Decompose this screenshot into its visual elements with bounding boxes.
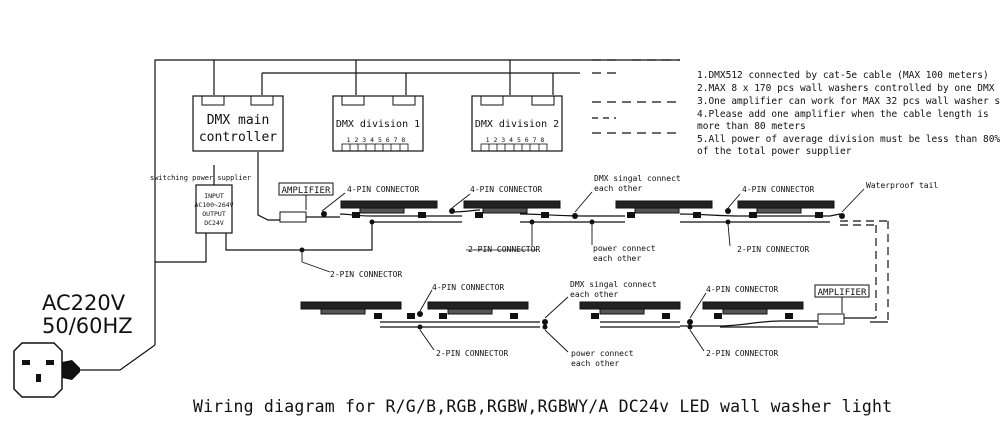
label-dmx-signal-r1-2: each other — [594, 184, 642, 193]
row2-light-2 — [427, 301, 529, 319]
amplifier-1: AMPLIFIER — [278, 182, 340, 223]
label-4pin-r1-b: 4-PIN CONNECTOR — [470, 185, 542, 194]
label-2pin-psu: 2-PIN CONNECTOR — [330, 270, 402, 279]
dmx-division-1: DMX division 1 1 2 3 4 5 6 7 8 — [332, 95, 424, 152]
amplifier-1-label: AMPLIFIER — [282, 186, 331, 196]
label-4pin-r1-a: 4-PIN CONNECTOR — [347, 185, 419, 194]
psu-line-4: DC24V — [204, 219, 224, 227]
label-4pin-r2-b: 4-PIN CONNECTOR — [706, 285, 778, 294]
main-controller-line1: DMX main — [207, 113, 270, 128]
label-dmx-signal-r1-1: DMX singal connect — [594, 174, 681, 183]
division-1-terminal-block — [341, 143, 409, 152]
psu-line-3: OUTPUT — [202, 210, 226, 218]
label-2pin-r2-a: 2-PIN CONNECTOR — [436, 349, 508, 358]
switching-power-supply: switching power supplier INPUT AC100~264… — [150, 174, 251, 234]
note-1: 1.DMX512 connected by cat-5e cable (MAX … — [697, 70, 989, 81]
division-1-label: DMX division 1 — [336, 119, 420, 130]
row1-light-3 — [615, 200, 713, 218]
row1-light-2 — [463, 200, 561, 218]
division-2-pins: 1 2 3 4 5 6 7 8 — [486, 136, 545, 144]
row2-light-3 — [579, 301, 681, 319]
note-5: 5.All power of average division must be … — [697, 134, 1000, 145]
dmx-main-controller: DMX main controller — [192, 95, 284, 152]
label-4pin-r2-a: 4-PIN CONNECTOR — [432, 283, 504, 292]
mains-frequency: 50/60HZ — [42, 314, 133, 338]
power-supply-caption: switching power supplier — [150, 174, 251, 182]
dmx-division-2: DMX division 2 1 2 3 4 5 6 7 8 — [471, 95, 563, 152]
notes-list: 1.DMX512 connected by cat-5e cable (MAX … — [697, 70, 1000, 157]
dmx-bus — [154, 59, 680, 262]
row2-light-4 — [702, 301, 804, 319]
power-wiring — [154, 152, 373, 345]
row1-connectors — [321, 208, 845, 225]
label-2pin-r2-b: 2-PIN CONNECTOR — [706, 349, 778, 358]
division-1-pins: 1 2 3 4 5 6 7 8 — [347, 136, 406, 144]
mains-plug-icon: AC220V 50/60HZ — [13, 291, 156, 398]
note-4-cont: more than 80 meters — [697, 121, 806, 132]
row2-light-1 — [300, 301, 415, 319]
row2-connectors — [417, 311, 693, 330]
label-2pin-r1-a: 2-PIN CONNECTOR — [468, 245, 540, 254]
amplifier-2-label: AMPLIFIER — [818, 288, 867, 298]
note-2: 2.MAX 8 x 170 pcs wall washers controlle… — [697, 83, 995, 94]
psu-2pin-connector: 2-PIN CONNECTOR — [299, 247, 402, 279]
label-dmx-signal-r2-2: each other — [570, 290, 618, 299]
row2-cables — [380, 320, 818, 328]
label-2pin-r1-b: 2-PIN CONNECTOR — [737, 245, 809, 254]
note-3: 3.One amplifier can work for MAX 32 pcs … — [697, 96, 1000, 107]
label-waterproof-tail: Waterproof tail — [866, 181, 938, 190]
mains-voltage: AC220V — [42, 291, 126, 315]
label-power-connect-r1-2: each other — [593, 254, 641, 263]
psu-line-2: AC100~264V — [194, 201, 233, 209]
row1-light-1 — [340, 200, 438, 218]
row2-leaders — [419, 289, 707, 353]
label-power-connect-r2-1: power connect — [571, 349, 634, 358]
note-4: 4.Please add one amplifier when the cabl… — [697, 109, 989, 120]
row1-leaders — [321, 188, 865, 247]
division-2-label: DMX division 2 — [475, 119, 559, 130]
amplifier-2: AMPLIFIER — [814, 284, 876, 325]
main-controller-line2: controller — [199, 130, 277, 145]
note-5-cont: of the total power supplier — [697, 146, 852, 157]
row1-light-4 — [737, 200, 835, 218]
label-power-connect-r1-1: power connect — [593, 244, 656, 253]
label-4pin-r1-c: 4-PIN CONNECTOR — [742, 185, 814, 194]
label-power-connect-r2-2: each other — [571, 359, 619, 368]
label-dmx-signal-r2-1: DMX singal connect — [570, 280, 657, 289]
diagram-title: Wiring diagram for R/G/B,RGB,RGBW,RGBWY/… — [193, 397, 892, 416]
division-2-terminal-block — [480, 143, 548, 152]
psu-line-1: INPUT — [204, 192, 224, 200]
